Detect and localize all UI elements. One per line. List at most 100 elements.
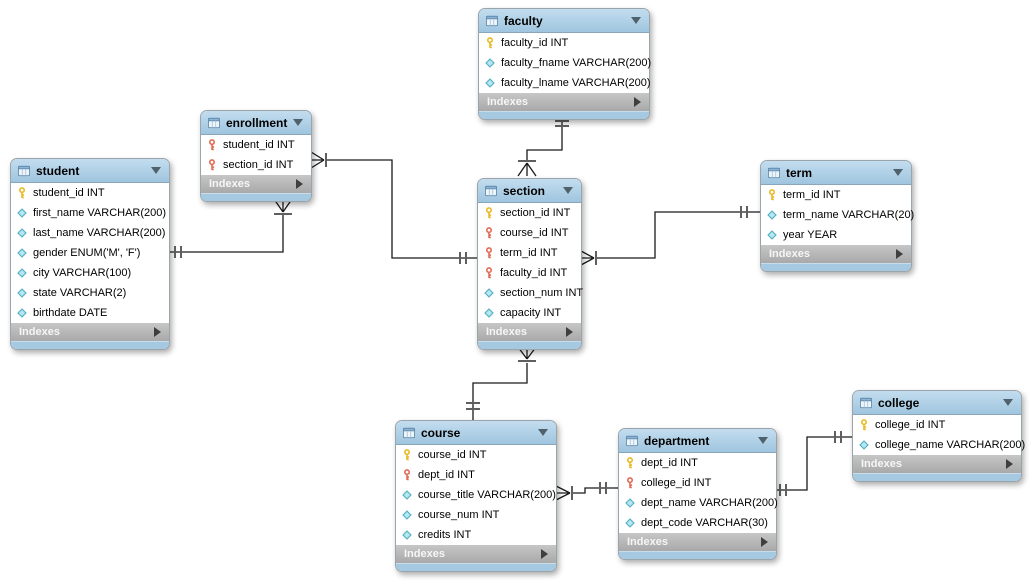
foreign-key-icon	[206, 139, 218, 151]
column-row: section_id INT	[478, 203, 581, 223]
table-header[interactable]: college	[853, 391, 1021, 415]
column-row: faculty_id INT	[479, 33, 649, 53]
table-name: faculty	[504, 13, 543, 28]
indexes-bar[interactable]: Indexes	[479, 93, 649, 111]
column-row: dept_id INT	[396, 465, 556, 485]
foreign-key-icon	[483, 267, 495, 279]
indexes-bar[interactable]: Indexes	[396, 545, 556, 563]
table-bottom-strip	[11, 341, 169, 349]
table-name: section	[503, 183, 546, 198]
collapse-triangle-icon[interactable]	[758, 437, 768, 444]
column-row: gender ENUM('M', 'F')	[11, 243, 169, 263]
table-header[interactable]: course	[396, 421, 556, 445]
attribute-diamond-icon	[766, 209, 778, 221]
column-row: term_id INT	[478, 243, 581, 263]
table-bottom-strip	[619, 551, 776, 559]
indexes-bar[interactable]: Indexes	[201, 175, 311, 193]
table-department[interactable]: department dept_id INT college_id INT de…	[618, 428, 778, 560]
attribute-diamond-icon	[624, 517, 636, 529]
primary-key-icon	[401, 449, 413, 461]
relationship-faculty-section[interactable]	[517, 116, 569, 177]
table-faculty[interactable]: faculty faculty_id INT faculty_fname VAR…	[478, 8, 651, 120]
table-student[interactable]: student student_id INT first_name VARCHA…	[10, 158, 170, 350]
collapse-triangle-icon[interactable]	[893, 169, 903, 176]
column-row: dept_id INT	[619, 453, 776, 473]
relationship-section-term[interactable]	[580, 206, 760, 266]
table-icon	[486, 15, 498, 27]
column-row: term_id INT	[761, 185, 911, 205]
table-header[interactable]: faculty	[479, 9, 649, 33]
column-row: section_id INT	[201, 155, 311, 175]
primary-key-icon	[484, 37, 496, 49]
relationship-student-enrollment[interactable]	[168, 198, 293, 258]
foreign-key-icon	[624, 477, 636, 489]
column-row: course_id INT	[478, 223, 581, 243]
table-bottom-strip	[853, 473, 1021, 481]
table-name: enrollment	[226, 115, 288, 130]
collapse-triangle-icon[interactable]	[151, 167, 161, 174]
primary-key-icon	[624, 457, 636, 469]
collapse-triangle-icon[interactable]	[631, 17, 641, 24]
table-term[interactable]: term term_id INT term_name VARCHAR(20) y…	[760, 160, 914, 272]
column-row: course_title VARCHAR(200)	[396, 485, 556, 505]
expand-triangle-icon[interactable]	[154, 327, 161, 337]
relationship-course-department[interactable]	[555, 482, 618, 501]
column-row: student_id INT	[11, 183, 169, 203]
attribute-diamond-icon	[16, 287, 28, 299]
attribute-diamond-icon	[401, 489, 413, 501]
attribute-diamond-icon	[484, 57, 496, 69]
expand-triangle-icon[interactable]	[1006, 459, 1013, 469]
table-header[interactable]: student	[11, 159, 169, 183]
column-row: year YEAR	[761, 225, 911, 245]
column-row: credits INT	[396, 525, 556, 545]
table-header[interactable]: section	[478, 179, 581, 203]
expand-triangle-icon[interactable]	[566, 327, 573, 337]
table-bottom-strip	[396, 563, 556, 571]
column-row: section_num INT	[478, 283, 583, 303]
attribute-diamond-icon	[16, 307, 28, 319]
collapse-triangle-icon[interactable]	[563, 187, 573, 194]
indexes-bar[interactable]: Indexes	[761, 245, 911, 263]
column-row: dept_code VARCHAR(30)	[619, 513, 776, 533]
primary-key-icon	[858, 419, 870, 431]
expand-triangle-icon[interactable]	[896, 249, 903, 259]
table-icon	[768, 167, 780, 179]
column-row: dept_name VARCHAR(200)	[619, 493, 778, 513]
column-row: faculty_lname VARCHAR(200)	[479, 73, 651, 93]
indexes-bar[interactable]: Indexes	[478, 323, 581, 341]
table-course[interactable]: course course_id INT dept_id INT course_…	[395, 420, 557, 572]
attribute-diamond-icon	[16, 247, 28, 259]
column-row: college_id INT	[619, 473, 776, 493]
table-enrollment[interactable]: enrollment student_id INT section_id INT…	[200, 110, 312, 202]
relationship-section-course[interactable]	[466, 346, 537, 420]
indexes-bar[interactable]: Indexes	[619, 533, 776, 551]
indexes-bar[interactable]: Indexes	[11, 323, 169, 341]
attribute-diamond-icon	[483, 287, 495, 299]
table-bottom-strip	[478, 341, 581, 349]
table-header[interactable]: term	[761, 161, 911, 185]
table-icon	[626, 435, 638, 447]
table-header[interactable]: department	[619, 429, 776, 453]
attribute-diamond-icon	[858, 439, 870, 451]
collapse-triangle-icon[interactable]	[538, 429, 548, 436]
attribute-diamond-icon	[401, 529, 413, 541]
table-icon	[403, 427, 415, 439]
collapse-triangle-icon[interactable]	[293, 119, 304, 126]
relationship-department-college[interactable]	[775, 431, 852, 496]
expand-triangle-icon[interactable]	[296, 179, 303, 189]
column-row: city VARCHAR(100)	[11, 263, 169, 283]
table-college[interactable]: college college_id INT college_name VARC…	[852, 390, 1025, 482]
expand-triangle-icon[interactable]	[761, 537, 768, 547]
expand-triangle-icon[interactable]	[634, 97, 641, 107]
indexes-bar[interactable]: Indexes	[853, 455, 1021, 473]
column-row: birthdate DATE	[11, 303, 169, 323]
attribute-diamond-icon	[484, 77, 496, 89]
collapse-triangle-icon[interactable]	[1003, 399, 1013, 406]
expand-triangle-icon[interactable]	[541, 549, 548, 559]
table-section[interactable]: section section_id INT course_id INT ter…	[477, 178, 583, 350]
relationship-enrollment-section[interactable]	[310, 151, 477, 264]
table-header[interactable]: enrollment	[201, 111, 311, 135]
table-name: course	[421, 425, 461, 440]
